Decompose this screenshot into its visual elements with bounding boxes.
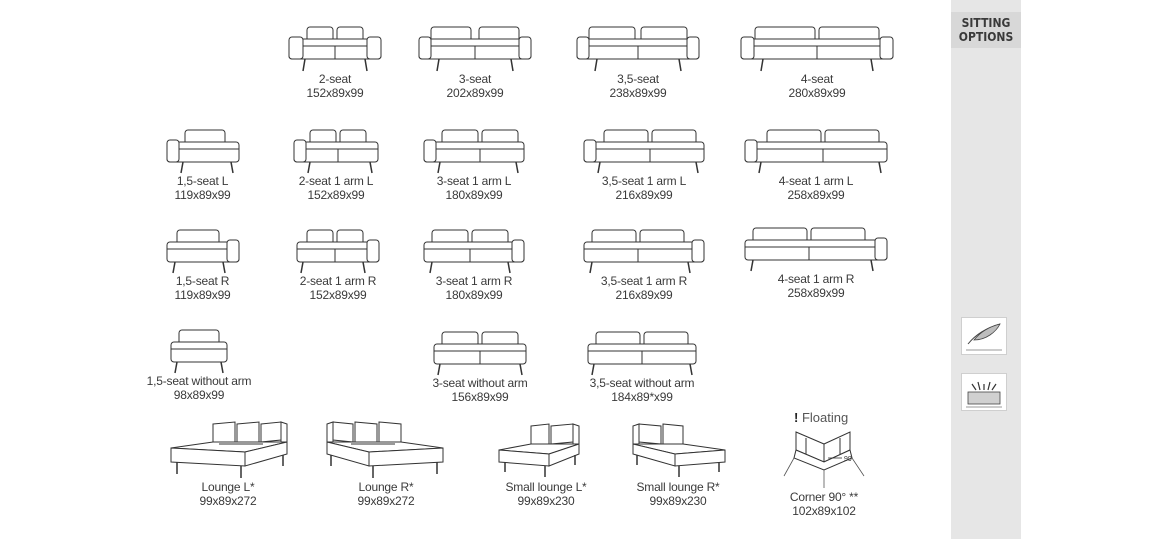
small-lounge-r[interactable]: Small lounge R* 99x89x230 (620, 420, 736, 508)
sofa-name: 3-seat without arm (432, 376, 528, 390)
sofa-dimensions: 99x89x230 (517, 494, 575, 508)
sofa-dimensions: 98x89x99 (173, 388, 225, 402)
small-lounge-r-drawing (632, 423, 726, 477)
sofa-dimensions: 216x89x99 (615, 188, 673, 202)
sofa-4-seat-1-arm-r[interactable]: 4-seat 1 arm R 258x89x99 (740, 226, 892, 300)
corner-90[interactable]: 99 Corner 90° ** 102x89x102 (772, 428, 876, 518)
small-lounge-l[interactable]: Small lounge L* 99x89x230 (488, 420, 604, 508)
sofa-1-5-seat-r-drawing (166, 229, 239, 274)
sofa-2-seat-1-arm-l[interactable]: 2-seat 1 arm L 152x89x99 (280, 128, 392, 202)
sofa-1-5-seat-l-drawing (166, 129, 239, 174)
sofa-name: Lounge R* (358, 480, 414, 494)
sofa-name: Small lounge L* (505, 480, 587, 494)
sofa-dimensions: 258x89x99 (787, 188, 845, 202)
sofa-3-5-seat[interactable]: 3,5-seat 238x89x99 (563, 24, 713, 100)
sofa-dimensions: 180x89x99 (445, 188, 503, 202)
sofa-2-seat-1-arm-r-drawing (296, 229, 380, 274)
sofa-dimensions: 184x89*x99 (611, 390, 673, 404)
corner-depth-label: 99 (844, 456, 852, 463)
sofa-1-5-seat-without-arm[interactable]: 1,5-seat without arm 98x89x99 (140, 328, 258, 402)
sofa-name: 4-seat (800, 72, 834, 86)
sofa-name: 4-seat 1 arm L (778, 174, 854, 188)
sofa-name: 1,5-seat L (176, 174, 229, 188)
sofa-4-seat-drawing (740, 26, 894, 72)
sofa-name: 1,5-seat without arm (146, 374, 252, 388)
sofa-name: 3,5-seat (617, 72, 659, 86)
sofa-name: 3,5-seat 1 arm R (600, 274, 688, 288)
sofa-1-5-seat-without-arm-drawing (170, 329, 228, 374)
sofa-3-seat-without-arm-drawing (433, 331, 527, 376)
sofa-3-5-seat-without-arm-drawing (587, 331, 697, 376)
corner-90-drawing: 99 (783, 431, 865, 488)
sidebar: SITTING OPTIONS (951, 0, 1021, 539)
sofa-name: Corner 90° ** (789, 490, 859, 504)
sofa-name: 2-seat 1 arm L (298, 174, 374, 188)
sidebar-title-line1: SITTING (961, 16, 1011, 30)
sofa-name: Lounge L* (201, 480, 255, 494)
sofa-dimensions: 156x89x99 (451, 390, 509, 404)
sofa-name: 3-seat 1 arm R (435, 274, 513, 288)
sofa-name: 3-seat 1 arm L (436, 174, 512, 188)
sofa-dimensions: 258x89x99 (787, 286, 845, 300)
sofa-3-5-seat-drawing (576, 26, 700, 72)
sofa-name: Small lounge R* (636, 480, 720, 494)
sofa-dimensions: 152x89x99 (306, 86, 364, 100)
feather-fabric-swatch-icon[interactable] (961, 317, 1007, 355)
sofa-3-seat-1-arm-l[interactable]: 3-seat 1 arm L 180x89x99 (418, 128, 530, 202)
sidebar-title: SITTING OPTIONS (951, 12, 1021, 48)
sofa-1-5-seat-r[interactable]: 1,5-seat R 119x89x99 (150, 228, 255, 302)
floating-note: ! Floating (794, 410, 848, 425)
fur-fabric-swatch-icon[interactable] (961, 373, 1007, 411)
sofa-2-seat-1-arm-l-drawing (293, 129, 379, 174)
sofa-3-seat-1-arm-r[interactable]: 3-seat 1 arm R 180x89x99 (418, 228, 530, 302)
sofa-dimensions: 102x89x102 (792, 504, 856, 518)
lounge-l-drawing (170, 421, 288, 478)
sofa-name: 2-seat (318, 72, 352, 86)
sofa-3-5-seat-1-arm-r[interactable]: 3,5-seat 1 arm R 216x89x99 (578, 228, 710, 302)
sofa-1-5-seat-l[interactable]: 1,5-seat L 119x89x99 (150, 128, 255, 202)
sofa-dimensions: 99x89x230 (649, 494, 707, 508)
sofa-3-seat-1-arm-l-drawing (423, 129, 525, 174)
sofa-dimensions: 152x89x99 (309, 288, 367, 302)
sofa-3-5-seat-1-arm-r-drawing (583, 229, 705, 274)
sofa-3-5-seat-1-arm-l[interactable]: 3,5-seat 1 arm L 216x89x99 (578, 128, 710, 202)
sidebar-title-line2: OPTIONS (958, 30, 1014, 44)
sofa-4-seat-1-arm-l-drawing (744, 129, 888, 174)
sofa-3-seat-1-arm-r-drawing (423, 229, 525, 274)
sofa-dimensions: 180x89x99 (445, 288, 503, 302)
sofa-3-seat-drawing (418, 26, 532, 72)
sofa-name: 4-seat 1 arm R (777, 272, 855, 286)
sofa-dimensions: 99x89x272 (357, 494, 415, 508)
sofa-dimensions: 99x89x272 (199, 494, 257, 508)
sofa-2-seat[interactable]: 2-seat 152x89x99 (280, 24, 390, 100)
sofa-name: 1,5-seat R (175, 274, 230, 288)
sofa-dimensions: 119x89x99 (174, 188, 231, 202)
lounge-l[interactable]: Lounge L* 99x89x272 (160, 420, 296, 508)
warning-icon: ! (794, 410, 799, 425)
sofa-dimensions: 152x89x99 (307, 188, 365, 202)
sofa-name: 2-seat 1 arm R (299, 274, 377, 288)
sofa-dimensions: 119x89x99 (174, 288, 231, 302)
sofa-dimensions: 238x89x99 (609, 86, 667, 100)
sofa-dimensions: 202x89x99 (446, 86, 504, 100)
sofa-name: 3,5-seat 1 arm L (601, 174, 687, 188)
sofa-3-5-seat-without-arm[interactable]: 3,5-seat without arm 184x89*x99 (578, 330, 706, 404)
lounge-r-drawing (326, 421, 444, 478)
sofa-dimensions: 216x89x99 (615, 288, 673, 302)
floating-label: Floating (801, 410, 849, 425)
sofa-3-5-seat-1-arm-l-drawing (583, 129, 705, 174)
lounge-r[interactable]: Lounge R* 99x89x272 (318, 420, 454, 508)
sofa-4-seat-1-arm-l[interactable]: 4-seat 1 arm L 258x89x99 (738, 128, 894, 202)
sofa-3-seat-without-arm[interactable]: 3-seat without arm 156x89x99 (424, 330, 536, 404)
sofa-4-seat-1-arm-r-drawing (744, 227, 888, 272)
sofa-3-seat[interactable]: 3-seat 202x89x99 (410, 24, 540, 100)
small-lounge-l-drawing (498, 423, 580, 477)
sofa-name: 3-seat (458, 72, 492, 86)
sofa-2-seat-1-arm-r[interactable]: 2-seat 1 arm R 152x89x99 (284, 228, 392, 302)
sofa-dimensions: 280x89x99 (788, 86, 846, 100)
sofa-name: 3,5-seat without arm (589, 376, 695, 390)
sofa-2-seat-drawing (288, 26, 382, 72)
sofa-4-seat[interactable]: 4-seat 280x89x99 (733, 24, 901, 100)
